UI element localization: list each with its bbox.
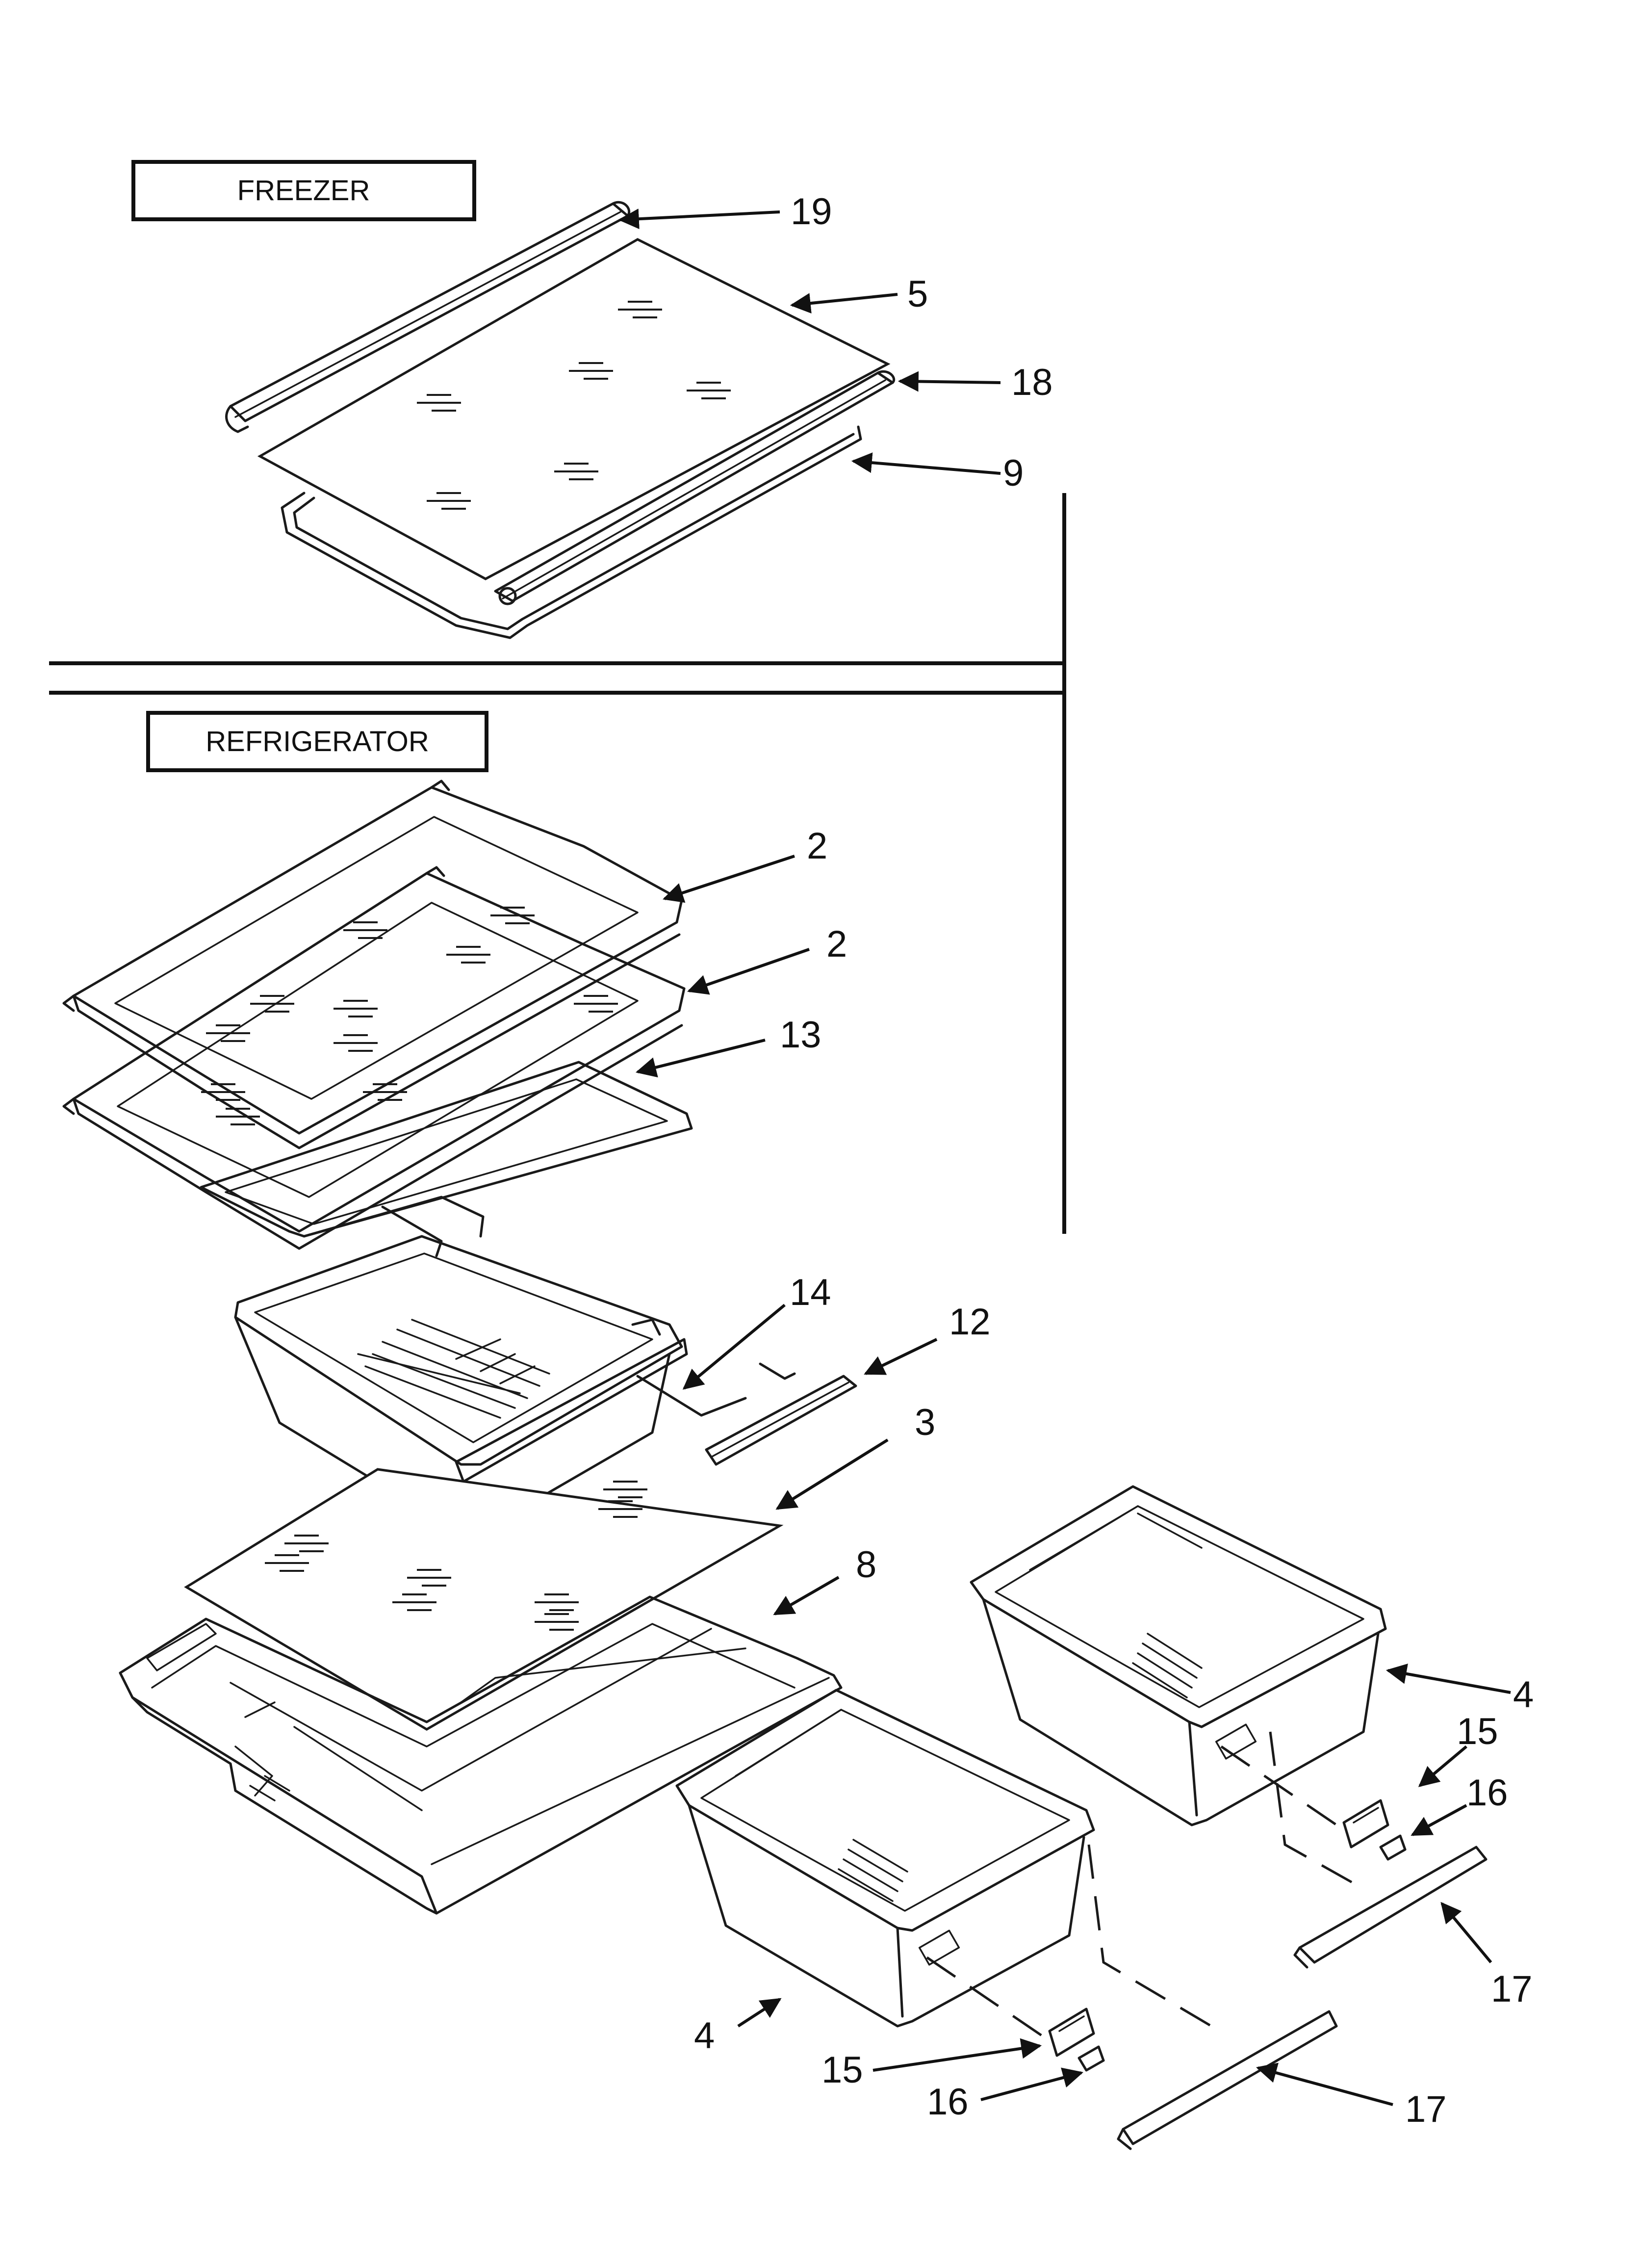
freezer-shelf-frame-part-9 — [281, 425, 862, 639]
callout-14: 14 — [790, 1272, 831, 1313]
crisper-support-frame-part-8 — [119, 1595, 843, 1915]
callout-9: 9 — [1003, 452, 1024, 494]
callout-4-right: 4 — [1513, 1674, 1534, 1716]
section-dividers — [49, 493, 1066, 1234]
freezer-glass-shelf-part-5 — [257, 238, 891, 580]
callout-16-right: 16 — [1466, 1772, 1508, 1814]
callout-5: 5 — [907, 273, 928, 315]
callout-arrows — [618, 209, 1511, 2106]
clip-part-16-left — [1078, 2045, 1105, 2072]
glass-shelf-part-2-lower — [62, 866, 686, 1250]
freezer-front-trim-part-18 — [494, 370, 896, 605]
crisper-trim-part-12 — [705, 1375, 857, 1466]
crisper-drawer-part-4-left — [675, 1689, 1095, 2028]
trim-part-17-right — [1293, 1846, 1488, 1969]
refrigerator-section-label: REFRIGERATOR — [146, 711, 488, 772]
crisper-frame-part-13 — [200, 1061, 693, 1257]
freezer-label-text: FREEZER — [237, 175, 370, 207]
refrigerator-label-text: REFRIGERATOR — [205, 726, 429, 757]
callout-16-left: 16 — [927, 2081, 969, 2123]
crisper-pan-assembly — [234, 1235, 857, 1535]
callout-15-left: 15 — [821, 2049, 863, 2091]
callout-labels: 19 5 18 9 2 2 13 14 12 3 8 4 15 16 17 4 … — [694, 191, 1534, 2130]
callout-19: 19 — [791, 191, 832, 233]
crisper-slide-part-14 — [636, 1362, 796, 1417]
drawer-hardware-right — [1220, 1731, 1488, 1969]
drawer-hardware-left — [926, 1844, 1338, 2150]
callout-13: 13 — [780, 1014, 821, 1056]
callout-17-right: 17 — [1491, 1968, 1533, 2010]
refrigerator-shelf-stack — [62, 780, 693, 1257]
callout-2-lower: 2 — [826, 923, 847, 965]
callout-3: 3 — [915, 1402, 935, 1443]
freezer-section-label: FREEZER — [131, 160, 476, 221]
crisper-drawer-part-4-right — [970, 1485, 1387, 1826]
callout-4-left: 4 — [694, 2015, 715, 2057]
trim-part-17-left — [1117, 2010, 1338, 2150]
clip-part-16-right — [1379, 1834, 1407, 1861]
callout-18: 18 — [1011, 362, 1053, 403]
callout-17-left: 17 — [1405, 2088, 1447, 2130]
freezer-shelf-assembly — [225, 201, 896, 639]
callout-8: 8 — [856, 1544, 876, 1586]
callout-15-right: 15 — [1457, 1711, 1498, 1752]
label-holder-part-15-right — [1342, 1799, 1389, 1849]
callout-2-upper: 2 — [807, 825, 827, 867]
callout-12: 12 — [949, 1301, 991, 1343]
label-holder-part-15-left — [1048, 2007, 1095, 2057]
crisper-cover-glass-part-3 — [184, 1468, 784, 1731]
